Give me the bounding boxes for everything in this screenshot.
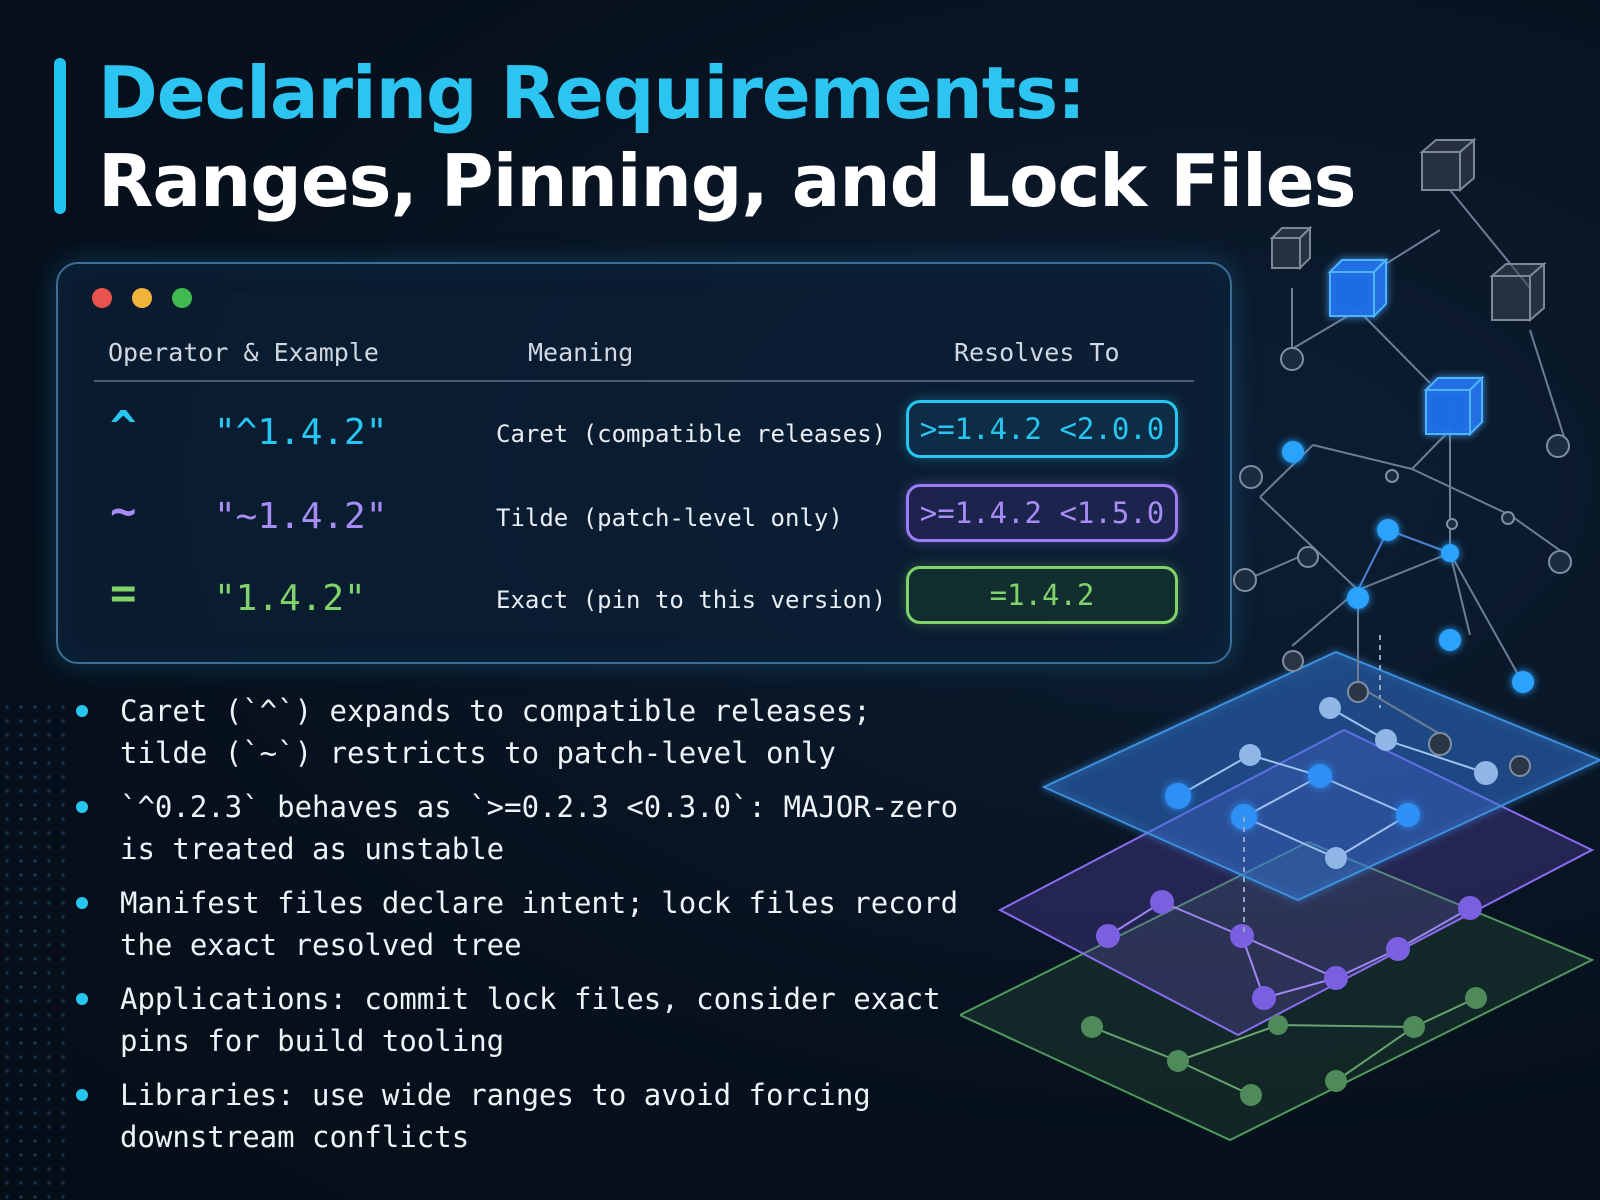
meaning-tilde: Tilde (patch-level only) — [496, 504, 843, 532]
bullet-item: Manifest files declare intent; lock file… — [70, 882, 970, 966]
header-meaning: Meaning — [528, 338, 634, 367]
bullet-item: Libraries: use wide ranges to avoid forc… — [70, 1074, 970, 1158]
bullet-item: Applications: commit lock files, conside… — [70, 978, 970, 1062]
example-tilde: "~1.4.2" — [214, 496, 388, 537]
bullet-list: Caret (`^`) expands to compatible releas… — [70, 690, 970, 1170]
page-title: Declaring Requirements: Ranges, Pinning,… — [98, 50, 1356, 226]
table-row-exact: = "1.4.2" Exact (pin to this version) =1… — [58, 566, 1230, 636]
resolves-caret-badge: >=1.4.2 <2.0.0 — [906, 400, 1178, 458]
window-minimize-dot-icon — [132, 288, 152, 308]
window-maximize-dot-icon — [172, 288, 192, 308]
meaning-exact: Exact (pin to this version) — [496, 586, 887, 614]
table-row-tilde: ~ "~1.4.2" Tilde (patch-level only) >=1.… — [58, 484, 1230, 554]
decorative-dot-grid — [0, 700, 70, 1200]
table-row-caret: ^ "^1.4.2" Caret (compatible releases) >… — [58, 400, 1230, 470]
example-exact: "1.4.2" — [214, 578, 366, 619]
header-operator-example: Operator & Example — [108, 338, 379, 367]
title-accent-bar — [54, 58, 66, 214]
example-caret: "^1.4.2" — [214, 412, 388, 453]
operator-exact: = — [110, 568, 137, 619]
operator-table-panel: Operator & Example Meaning Resolves To ^… — [56, 262, 1232, 664]
window-close-dot-icon — [92, 288, 112, 308]
operator-caret: ^ — [110, 402, 137, 453]
operator-tilde: ~ — [110, 486, 137, 537]
resolves-exact-badge: =1.4.2 — [906, 566, 1178, 624]
resolves-tilde-badge: >=1.4.2 <1.5.0 — [906, 484, 1178, 542]
bullet-item: Caret (`^`) expands to compatible releas… — [70, 690, 970, 774]
bullet-item: `^0.2.3` behaves as `>=0.2.3 <0.3.0`: MA… — [70, 786, 970, 870]
title-line-2: Ranges, Pinning, and Lock Files — [98, 139, 1356, 223]
header-divider — [94, 380, 1194, 382]
meaning-caret: Caret (compatible releases) — [496, 420, 887, 448]
header-resolves-to: Resolves To — [954, 338, 1120, 367]
title-line-1: Declaring Requirements: — [98, 51, 1086, 135]
dependency-graph-illustration-icon — [960, 137, 1600, 1142]
